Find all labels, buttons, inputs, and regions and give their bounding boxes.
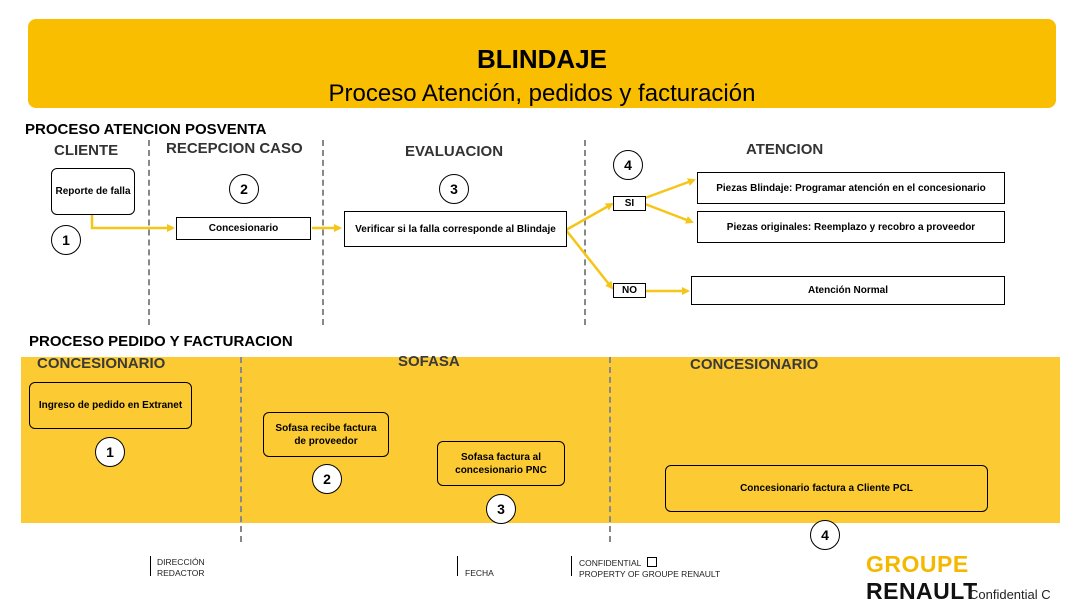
column-atencion: ATENCION <box>746 141 824 158</box>
pedido-step-number-3: 3 <box>486 494 516 524</box>
box-concesionario-factura-cliente: Concesionario factura a Cliente PCL <box>665 465 988 512</box>
box-verificar-blindaje: Verificar si la falla corresponde al Bli… <box>344 211 567 247</box>
title-banner: BLINDAJE Proceso Atención, pedidos y fac… <box>28 19 1056 108</box>
step-number-2: 2 <box>229 174 259 204</box>
pedido-step-number-4: 4 <box>810 520 840 550</box>
box-atencion-normal: Atención Normal <box>691 276 1005 305</box>
footer-separator <box>150 556 151 576</box>
pedido-background-band <box>21 357 1060 523</box>
box-concesionario: Concesionario <box>176 217 311 240</box>
step-number-4: 4 <box>613 150 643 180</box>
box-piezas-blindaje: Piezas Blindaje: Programar atención en e… <box>697 172 1005 204</box>
step-number-1: 1 <box>51 225 81 255</box>
footer-separator <box>571 556 572 576</box>
confidential-checkbox <box>647 557 658 567</box>
divider-line <box>322 140 324 325</box>
footer-confidential: CONFIDENTIAL <box>579 558 642 568</box>
banner-subtitle: Proceso Atención, pedidos y facturación <box>328 80 756 107</box>
column-cliente: CLIENTE <box>54 142 119 159</box>
posventa-section-title: PROCESO ATENCION POSVENTA <box>25 121 267 138</box>
banner-title: BLINDAJE <box>476 44 607 74</box>
divider-line <box>609 357 611 542</box>
step-number-3: 3 <box>439 174 469 204</box>
divider-line <box>148 140 150 325</box>
box-ingreso-pedido: Ingreso de pedido en Extranet <box>29 382 192 429</box>
classification-label: Confidential C <box>969 587 1051 602</box>
pedido-section-title: PROCESO PEDIDO Y FACTURACION <box>29 333 293 350</box>
footer-confidentiality: CONFIDENTIAL PROPERTY OF GROUPE RENAULT <box>579 557 720 580</box>
arrow-verificar-to-no <box>565 229 614 290</box>
column-evaluacion: EVALUACION <box>405 143 504 160</box>
logo-groupe: GROUPE <box>866 551 969 577</box>
decision-si: SI <box>613 196 646 211</box>
box-sofasa-factura-concesionario: Sofasa factura al concesionario PNC <box>437 441 565 486</box>
footer-redactor: REDACTOR <box>157 568 205 578</box>
divider-line <box>584 140 586 325</box>
footer-fecha: FECHA <box>465 568 494 578</box>
logo-renault: RENAULT <box>866 578 978 604</box>
divider-line <box>240 357 242 542</box>
decision-no: NO <box>613 283 646 298</box>
footer-direccion-redactor: DIRECCIÓN REDACTOR <box>157 557 205 579</box>
pedido-step-number-1: 1 <box>95 437 125 467</box>
pedido-step-number-2: 2 <box>312 464 342 494</box>
arrow-reporte-to-concesionario <box>90 215 175 232</box>
arrow-verificar-to-si <box>565 202 614 232</box>
column-concesionario-right: CONCESIONARIO <box>690 356 819 373</box>
column-sofasa: SOFASA <box>398 353 460 370</box>
footer-separator <box>457 556 458 576</box>
column-recepcion-caso: RECEPCION CASO <box>166 140 303 157</box>
box-reporte-de-falla: Reporte de falla <box>51 168 135 215</box>
column-concesionario-left: CONCESIONARIO <box>37 355 166 372</box>
arrow-si-to-originales <box>644 202 694 224</box>
arrow-si-to-blindaje <box>644 178 696 200</box>
footer-property: PROPERTY OF GROUPE RENAULT <box>579 569 721 579</box>
groupe-renault-logo: GROUPE RENAULT <box>866 551 1080 605</box>
box-piezas-originales: Piezas originales: Reemplazo y recobro a… <box>697 211 1005 243</box>
footer-direccion: DIRECCIÓN <box>157 557 205 567</box>
box-sofasa-recibe-factura: Sofasa recibe factura de proveedor <box>263 412 389 457</box>
